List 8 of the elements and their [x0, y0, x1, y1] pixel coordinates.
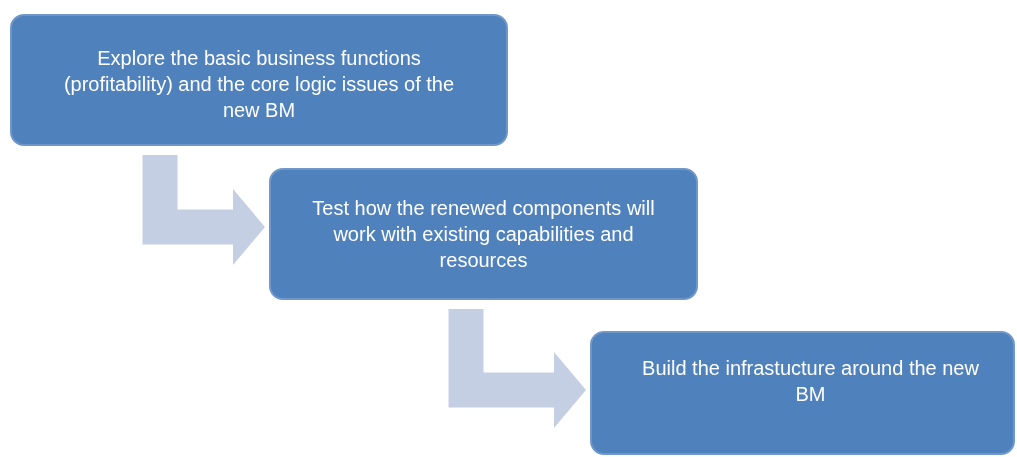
process-box	[10, 14, 508, 146]
elbow-arrow	[448, 309, 586, 428]
elbow-arrow	[142, 155, 265, 265]
box-text: Build the infrastucture around the new BM	[641, 356, 980, 407]
process-box	[590, 331, 1015, 455]
box-text: Explore the basic business functions (profitability) and the core logic issues of the new BM	[62, 46, 456, 123]
box-text: Test how the renewed components will work with existing capabilities and resources	[311, 196, 656, 273]
process-box	[269, 168, 698, 300]
